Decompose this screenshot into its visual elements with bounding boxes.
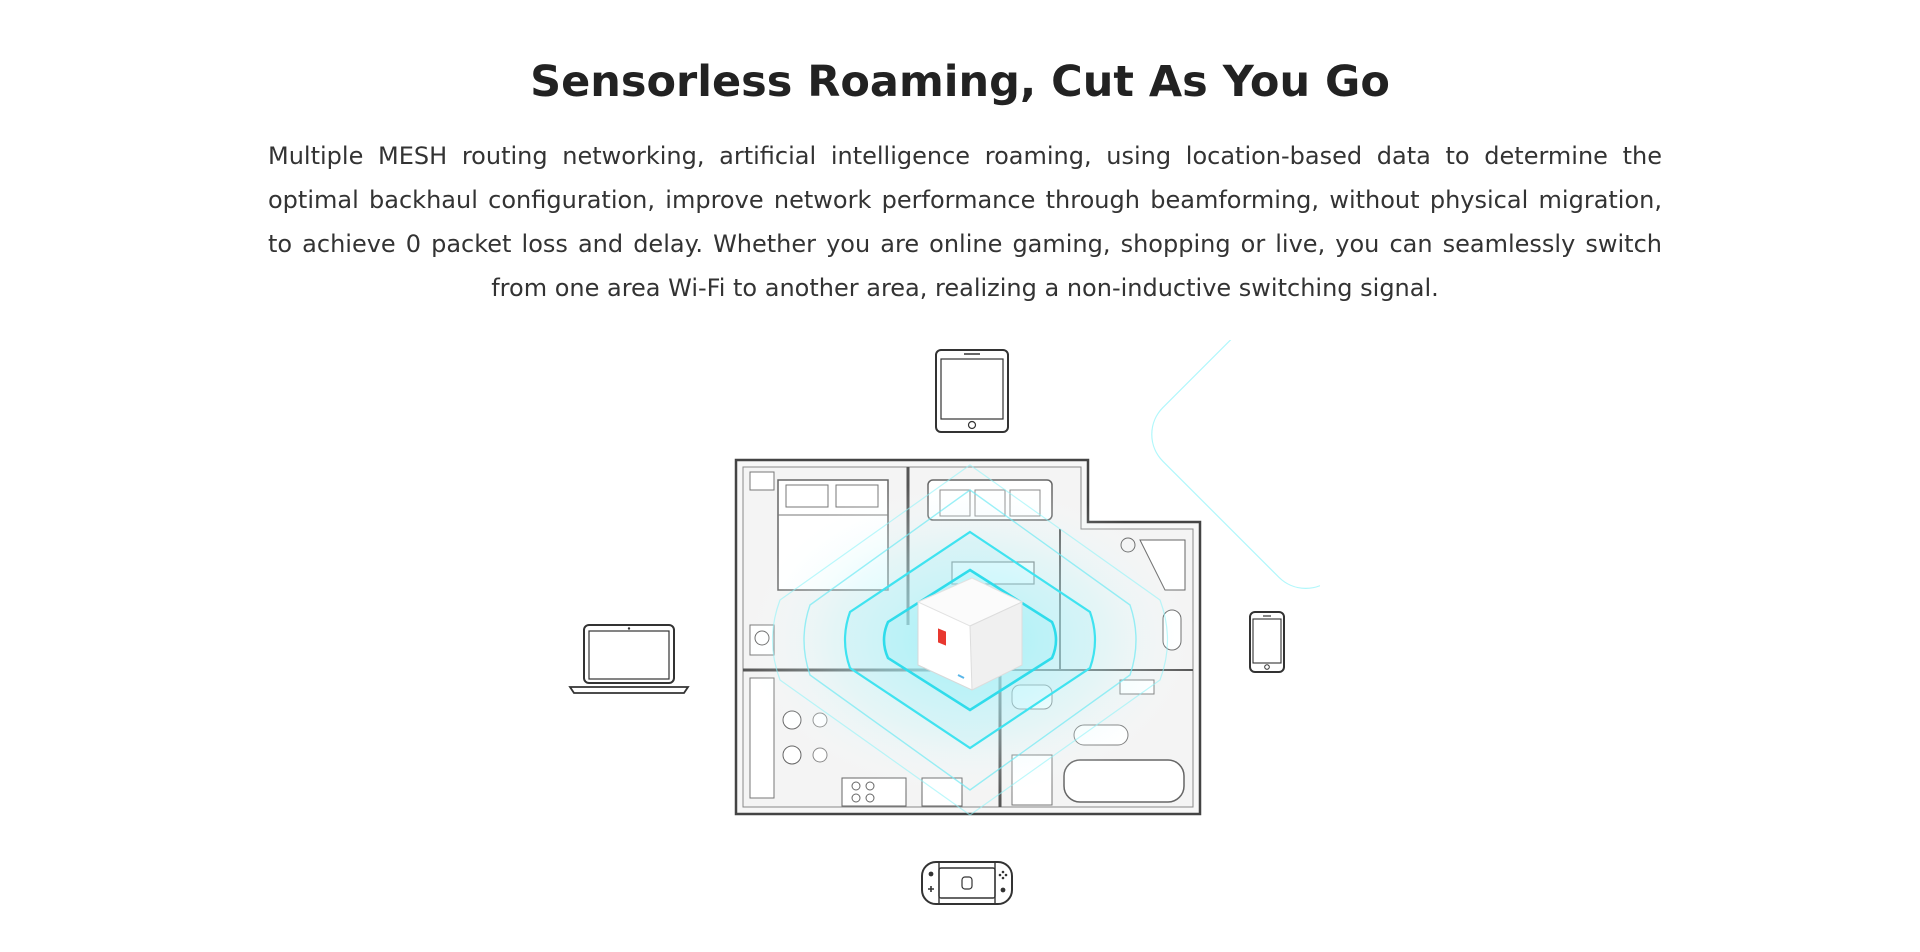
mesh-router-icon: [916, 577, 1024, 691]
tablet-icon: [935, 349, 1009, 433]
wifi-signal-coverage: [740, 340, 1320, 816]
roaming-illustration: [560, 340, 1320, 920]
section-description: Multiple MESH routing networking, artifi…: [268, 142, 1662, 302]
section-title: Sensorless Roaming, Cut As You Go: [530, 57, 1390, 107]
laptop-icon: [568, 624, 690, 694]
smartphone-icon: [1249, 611, 1285, 673]
game-console-icon: [921, 861, 1013, 905]
